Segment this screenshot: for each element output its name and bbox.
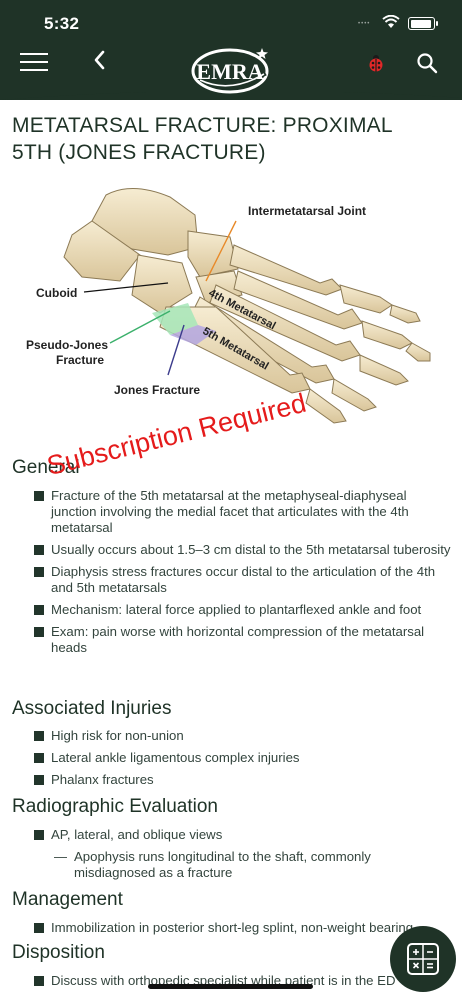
app-header: 5:32 •••• EMRA: [0, 0, 462, 100]
list-item: Fracture of the 5th metatarsal at the me…: [34, 488, 452, 536]
ladybug-icon[interactable]: [368, 54, 384, 72]
page-title: METATARSAL FRACTURE: PROXIMAL 5TH (JONES…: [12, 112, 452, 166]
list-item: High risk for non-union: [34, 728, 452, 744]
back-button[interactable]: [92, 49, 106, 78]
radiographic-list: AP, lateral, and oblique views Apophysis…: [34, 827, 452, 887]
section-heading-radiographic: Radiographic Evaluation: [12, 796, 218, 817]
section-heading-associated-injuries: Associated Injuries: [12, 698, 172, 719]
list-item: AP, lateral, and oblique views: [34, 827, 452, 843]
menu-button[interactable]: [20, 53, 48, 73]
page-title-line2: 5TH (JONES FRACTURE): [12, 141, 266, 164]
status-bar: 5:32 ••••: [0, 0, 462, 44]
pseudo-jones-zone: [152, 303, 198, 335]
logo-text: EMRA: [196, 59, 263, 84]
battery-icon: [408, 17, 438, 30]
list-item: Phalanx fractures: [34, 772, 452, 788]
list-item: Lateral ankle ligamentous complex injuri…: [34, 750, 452, 766]
list-item: Diaphysis stress fractures occur distal …: [34, 564, 452, 596]
header-curve: [0, 92, 462, 100]
general-list: Fracture of the 5th metatarsal at the me…: [34, 488, 452, 662]
calculator-icon: [407, 943, 439, 975]
list-item: Exam: pain worse with horizontal compres…: [34, 624, 452, 656]
home-indicator[interactable]: [148, 984, 313, 989]
section-heading-general: General: [12, 457, 80, 478]
list-item: Usually occurs about 1.5–3 cm distal to …: [34, 542, 452, 558]
foot-anatomy-figure: Intermetatarsal Joint Cuboid Pseudo-Jone…: [26, 187, 431, 424]
calculator-button[interactable]: [390, 926, 456, 992]
chevron-left-icon: [94, 50, 105, 70]
status-time: 5:32: [44, 14, 80, 33]
wifi-icon: [382, 15, 400, 28]
associated-list: High risk for non-union Lateral ankle li…: [34, 728, 452, 794]
page-title-line1: METATARSAL FRACTURE: PROXIMAL: [12, 114, 393, 137]
section-heading-management: Management: [12, 889, 123, 910]
label-pseudo-jones: Pseudo-Jones: [26, 338, 108, 352]
list-item: Mechanism: lateral force applied to plan…: [34, 602, 452, 618]
signal-icon: ••••: [358, 21, 371, 27]
page-header: METATARSAL FRACTURE: PROXIMAL 5TH (JONES…: [12, 112, 452, 166]
sub-list-item: Apophysis runs longitudinal to the shaft…: [50, 849, 430, 881]
search-icon[interactable]: [416, 52, 438, 74]
list-item: Immobilization in posterior short-leg sp…: [34, 920, 452, 936]
section-heading-disposition: Disposition: [12, 942, 105, 963]
label-jones-fracture: Jones Fracture: [114, 383, 200, 397]
label-pseudo-jones-fracture: Fracture: [56, 353, 104, 367]
emra-logo[interactable]: EMRA: [190, 44, 274, 96]
jones-zone: [170, 325, 216, 345]
label-intermetatarsal-joint: Intermetatarsal Joint: [248, 204, 366, 218]
management-list: Immobilization in posterior short-leg sp…: [34, 920, 452, 942]
label-cuboid: Cuboid: [36, 286, 77, 300]
hamburger-icon: [20, 53, 48, 55]
